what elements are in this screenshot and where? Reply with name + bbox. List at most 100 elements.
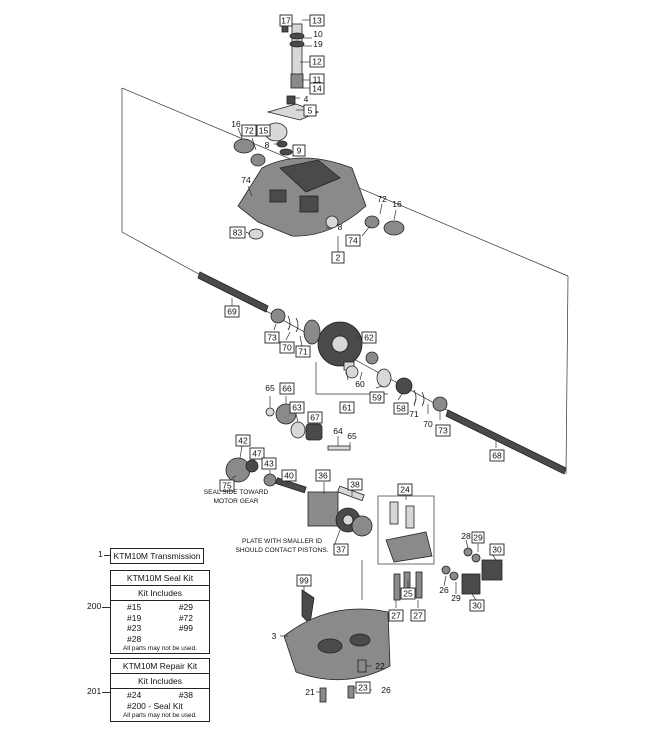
svg-text:15: 15: [259, 126, 269, 136]
seal-kit-ref: 200: [87, 601, 102, 611]
callout-23: 23: [355, 681, 371, 694]
seal-kit-item: #28: [127, 633, 142, 644]
svg-text:12: 12: [312, 57, 322, 67]
repair-kit-title: KTM10M Repair Kit: [111, 659, 209, 674]
main-housing: [233, 138, 405, 240]
svg-text:30: 30: [492, 545, 502, 555]
callout-36: 36: [315, 469, 331, 482]
seal-kit-ref-line: [102, 607, 110, 608]
svg-text:36: 36: [318, 471, 328, 481]
callout-19: 19: [313, 39, 323, 49]
callout-71b: 71: [409, 409, 419, 419]
transmission-ref-line: [104, 555, 110, 556]
svg-text:69: 69: [227, 307, 237, 317]
callout-29a: 29: [471, 531, 485, 544]
svg-text:60: 60: [355, 379, 365, 389]
svg-text:24: 24: [400, 485, 410, 495]
svg-text:21: 21: [305, 687, 315, 697]
svg-text:43: 43: [264, 459, 274, 469]
svg-text:66: 66: [282, 384, 292, 394]
callout-42: 42: [235, 434, 251, 447]
svg-text:74: 74: [241, 175, 251, 185]
svg-text:29: 29: [451, 593, 461, 603]
svg-text:62: 62: [364, 333, 374, 343]
seal-kit-item: #15: [127, 602, 142, 612]
repair-kit-item: #200 - Seal Kit: [127, 700, 183, 711]
callout-12: 12: [309, 55, 325, 68]
svg-text:38: 38: [350, 480, 360, 490]
callout-65b: 65: [347, 431, 357, 441]
repair-kit-ref-line: [102, 692, 110, 693]
callout-29b: 29: [451, 593, 461, 603]
callout-37: 37: [333, 543, 349, 556]
svg-text:17: 17: [281, 16, 291, 26]
svg-text:22: 22: [375, 661, 385, 671]
svg-text:28: 28: [461, 531, 471, 541]
svg-text:72: 72: [244, 126, 254, 136]
svg-text:9: 9: [297, 146, 302, 156]
svg-text:59: 59: [372, 393, 382, 403]
svg-text:75: 75: [222, 481, 232, 491]
svg-text:42: 42: [238, 436, 248, 446]
svg-text:67: 67: [310, 413, 320, 423]
svg-text:25: 25: [403, 589, 413, 599]
motor-parts: [225, 403, 373, 537]
svg-text:PLATE WITH SMALLER ID: PLATE WITH SMALLER ID: [242, 538, 322, 545]
callout-9: 9: [292, 144, 306, 157]
callout-4: 4: [304, 94, 309, 104]
seal-kit-box: KTM10M Seal Kit Kit Includes #15 #29 #19…: [110, 570, 210, 654]
callout-16a: 16: [231, 119, 241, 129]
callout-40: 40: [281, 469, 297, 482]
svg-text:27: 27: [413, 611, 423, 621]
svg-text:72: 72: [377, 194, 387, 204]
svg-text:37: 37: [336, 545, 346, 555]
repair-kit-note: All parts may not be used.: [123, 712, 197, 719]
seal-kit-title: KTM10M Seal Kit: [111, 571, 209, 586]
callout-65a: 65: [265, 383, 275, 393]
svg-text:SHOULD CONTACT PISTONS.: SHOULD CONTACT PISTONS.: [235, 547, 328, 554]
callout-8a: 8: [265, 140, 270, 150]
callout-47: 47: [249, 447, 265, 460]
svg-text:14: 14: [312, 84, 322, 94]
callout-59: 59: [369, 391, 385, 404]
svg-text:70: 70: [423, 419, 433, 429]
svg-text:3: 3: [272, 631, 277, 641]
svg-text:70: 70: [282, 343, 292, 353]
center-section-parts: [377, 495, 503, 601]
svg-text:11: 11: [313, 75, 322, 85]
repair-kit-ref: 201: [87, 686, 102, 696]
callout-15: 15: [256, 124, 271, 137]
repair-kit-items: #24 #38 #200 - Seal Kit: [111, 689, 209, 711]
callout-26b: 26: [381, 685, 391, 695]
transmission-ref: 1: [98, 549, 103, 559]
svg-text:71: 71: [409, 409, 419, 419]
callout-60: 60: [355, 379, 365, 389]
repair-kit-subtitle: Kit Includes: [111, 674, 209, 689]
callout-66: 66: [279, 382, 295, 395]
svg-text:23: 23: [358, 683, 368, 693]
svg-text:71: 71: [298, 347, 308, 357]
callout-13: 13: [309, 14, 325, 27]
callout-58: 58: [393, 402, 409, 415]
svg-text:26: 26: [381, 685, 391, 695]
repair-kit-item: #38: [178, 690, 193, 700]
seal-kit-item: #19: [127, 612, 142, 623]
note-plate: PLATE WITH SMALLER ID SHOULD CONTACT PIS…: [235, 538, 328, 554]
callout-68: 68: [489, 449, 505, 462]
callout-73a: 73: [264, 331, 280, 344]
callout-99: 99: [296, 574, 312, 587]
repair-kit-item: #24: [127, 690, 142, 700]
callout-72b: 72: [377, 194, 387, 204]
note-seal-side: SEAL SIDE TOWARD MOTOR GEAR: [204, 489, 269, 505]
svg-text:68: 68: [492, 451, 502, 461]
callout-5: 5: [303, 104, 317, 117]
svg-text:63: 63: [292, 403, 302, 413]
callout-30a: 30: [489, 543, 505, 556]
callout-71a: 71: [295, 345, 311, 358]
svg-text:58: 58: [396, 404, 406, 414]
callout-leader-lines: [231, 19, 497, 693]
seal-kit-item: #72: [178, 612, 193, 623]
repair-kit-box: KTM10M Repair Kit Kit Includes #24 #38 #…: [110, 658, 210, 722]
callout-27a: 27: [388, 609, 404, 622]
